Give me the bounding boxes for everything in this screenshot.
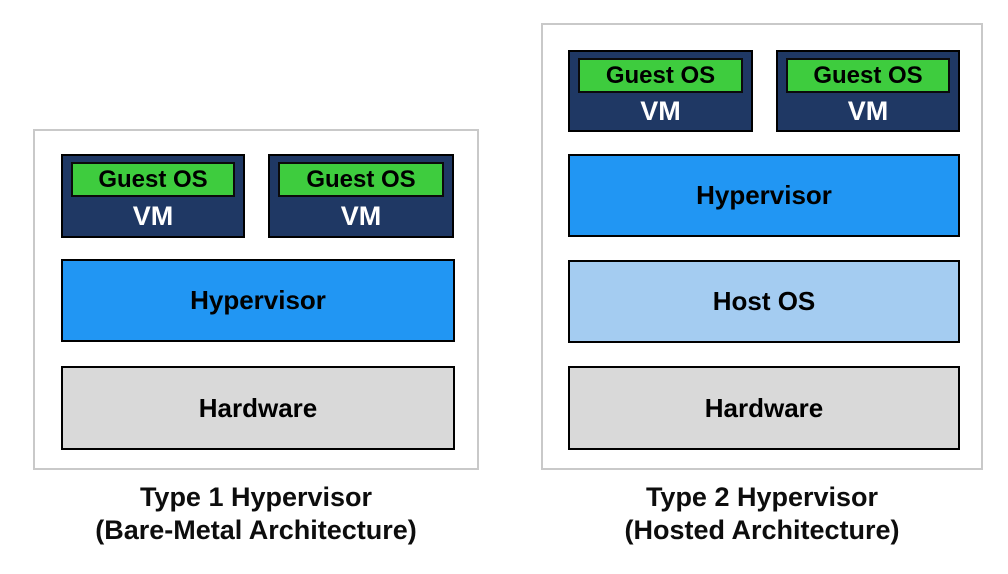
caption-line-1: Type 1 Hypervisor [139, 482, 373, 512]
hardware-layer: Hardware [568, 366, 960, 450]
guest-os-box: Guest OS [786, 58, 950, 93]
layer-label: Hardware [198, 392, 318, 423]
guest-os-label: Guest OS [98, 165, 208, 193]
type2-architecture-container: Guest OS VM Guest OS VM Hypervisor Host … [541, 23, 983, 470]
guest-os-box: Guest OS [71, 162, 235, 197]
type2-caption: Type 2 Hypervisor (Hosted Architecture) [541, 481, 983, 547]
vm-label: VM [132, 201, 174, 231]
vm-box: Guest OS VM [268, 154, 454, 238]
vm-label: VM [640, 96, 681, 126]
guest-os-label: Guest OS [605, 61, 716, 89]
caption-line-2: (Hosted Architecture) [624, 515, 900, 545]
guest-os-label: Guest OS [813, 61, 923, 89]
guest-os-box: Guest OS [278, 162, 444, 197]
type1-architecture-container: Guest OS VM Guest OS VM Hypervisor Hardw… [33, 129, 479, 470]
caption-line-1: Type 2 Hypervisor [645, 482, 879, 512]
layer-label: Hypervisor [696, 180, 832, 210]
hardware-layer: Hardware [61, 366, 455, 450]
vm-box: Guest OS VM [568, 50, 753, 132]
vm-box: Guest OS VM [61, 154, 245, 238]
vm-label: VM [847, 96, 889, 126]
hypervisor-layer: Hypervisor [568, 154, 960, 237]
layer-label: Host OS [712, 286, 816, 316]
hypervisor-layer: Hypervisor [61, 259, 455, 342]
guest-os-label: Guest OS [306, 165, 416, 193]
vm-label: VM [340, 201, 382, 231]
type1-caption: Type 1 Hypervisor (Bare-Metal Architectu… [33, 481, 479, 547]
layer-label: Hardware [704, 392, 824, 423]
guest-os-box: Guest OS [578, 58, 743, 93]
host-os-layer: Host OS [568, 260, 960, 343]
vm-box: Guest OS VM [776, 50, 960, 132]
caption-line-2: (Bare-Metal Architecture) [95, 515, 417, 545]
layer-label: Hypervisor [190, 285, 326, 315]
